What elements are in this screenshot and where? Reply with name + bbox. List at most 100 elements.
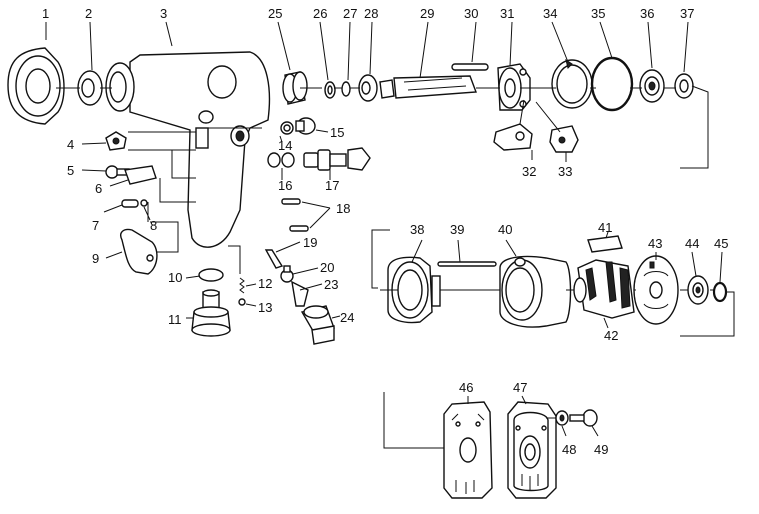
callout-labels: 1 2 3 4 5 6 7 8 9 10 11 12 13 14 15 16 1…: [42, 6, 728, 457]
callout-leaders: [45, 21, 723, 437]
callout-14: 14: [278, 138, 292, 153]
part-spring-12: [239, 277, 257, 294]
part-ring-45: [712, 281, 728, 303]
part-anvil-29: [379, 75, 477, 99]
callout-29: 29: [420, 6, 434, 21]
part-bushing: [77, 70, 103, 106]
callout-34: 34: [543, 6, 557, 21]
part-trigger-9: [105, 228, 158, 275]
callout-18: 18: [336, 201, 350, 216]
bracket-motor-left: [371, 229, 390, 289]
callout-38: 38: [410, 222, 424, 237]
callout-42: 42: [604, 328, 618, 343]
callout-35: 35: [591, 6, 605, 21]
callout-44: 44: [685, 236, 699, 251]
part-pin-19: [264, 241, 301, 269]
part-ball-13: [238, 298, 257, 307]
callout-15: 15: [330, 125, 344, 140]
part-washer-28: [358, 74, 378, 102]
part-pin-30: [451, 63, 489, 71]
callout-1: 1: [42, 6, 49, 21]
part-oring-10: [185, 268, 224, 282]
bracket-plates-left: [383, 392, 470, 449]
part-screw-4: [81, 131, 127, 151]
part-valve-11: [186, 289, 231, 337]
part-bearing-44: [687, 275, 709, 305]
axis-line-upper: [56, 85, 709, 169]
part-bearing-36: [639, 69, 665, 103]
part-endplate-43: [633, 252, 679, 325]
callout-17: 17: [325, 178, 339, 193]
part-pins-18: [281, 198, 331, 232]
part-screw-5: [81, 165, 130, 179]
callout-6: 6: [95, 181, 102, 196]
callout-13: 13: [258, 300, 272, 315]
part-cylinder-40: [499, 255, 572, 328]
callout-4: 4: [67, 137, 74, 152]
part-ring-27: [341, 81, 351, 97]
part-reverse-valve-17: [303, 147, 371, 180]
part-washer-26: [324, 81, 336, 99]
part-spring-23: [291, 280, 323, 307]
part-regulator-20: [280, 265, 319, 283]
callout-33: 33: [558, 164, 572, 179]
callout-32: 32: [522, 164, 536, 179]
callout-24: 24: [340, 310, 354, 325]
callout-9: 9: [92, 251, 99, 266]
callout-46: 46: [459, 380, 473, 395]
callout-49: 49: [594, 442, 608, 457]
callout-12: 12: [258, 276, 272, 291]
part-backplate-46: [443, 401, 493, 499]
part-washer-48: [555, 410, 569, 426]
axis-line-motor: [566, 289, 735, 337]
callout-27: 27: [343, 6, 357, 21]
part-housing: [105, 51, 271, 248]
part-snap-ring-34: [551, 58, 593, 109]
callout-3: 3: [160, 6, 167, 21]
callout-37: 37: [680, 6, 694, 21]
leader-valve-group: [228, 245, 241, 274]
part-backplate-47: [507, 401, 557, 499]
part-cam-33: [535, 101, 579, 162]
part-plug-15: [295, 117, 329, 135]
callout-5: 5: [67, 163, 74, 178]
part-spring-8: [140, 199, 151, 221]
callout-47: 47: [513, 380, 527, 395]
callout-20: 20: [320, 260, 334, 275]
part-washer-37: [674, 73, 694, 99]
callout-45: 45: [714, 236, 728, 251]
part-oring-35: [590, 56, 634, 112]
part-pin-7: [103, 199, 139, 213]
part-hammer-32: [493, 99, 533, 160]
part-screw-49: [546, 409, 598, 427]
callout-10: 10: [168, 270, 182, 285]
callout-40: 40: [498, 222, 512, 237]
callout-26: 26: [313, 6, 327, 21]
callout-43: 43: [648, 236, 662, 251]
leader-trigger-bracket: [128, 131, 196, 253]
part-rotor-42: [573, 259, 635, 329]
callout-25: 25: [268, 6, 282, 21]
callout-11: 11: [168, 312, 182, 327]
callout-39: 39: [450, 222, 464, 237]
part-vane-41: [587, 235, 623, 253]
callout-28: 28: [364, 6, 378, 21]
part-cylinder-38: [380, 256, 500, 324]
part-pin-39: [437, 261, 497, 267]
part-inlet-24: [300, 305, 341, 345]
callout-7: 7: [92, 218, 99, 233]
part-oring-14: [279, 121, 294, 143]
callout-31: 31: [500, 6, 514, 21]
callout-2: 2: [85, 6, 92, 21]
callout-23: 23: [324, 277, 338, 292]
part-plate-6: [109, 165, 157, 187]
part-boot: [7, 47, 65, 125]
callout-19: 19: [303, 235, 317, 250]
part-oring-16: [267, 152, 295, 180]
callout-16: 16: [278, 178, 292, 193]
part-hammer-frame-31: [497, 63, 531, 111]
part-bushing-25: [282, 71, 308, 105]
callout-36: 36: [640, 6, 654, 21]
callout-30: 30: [464, 6, 478, 21]
